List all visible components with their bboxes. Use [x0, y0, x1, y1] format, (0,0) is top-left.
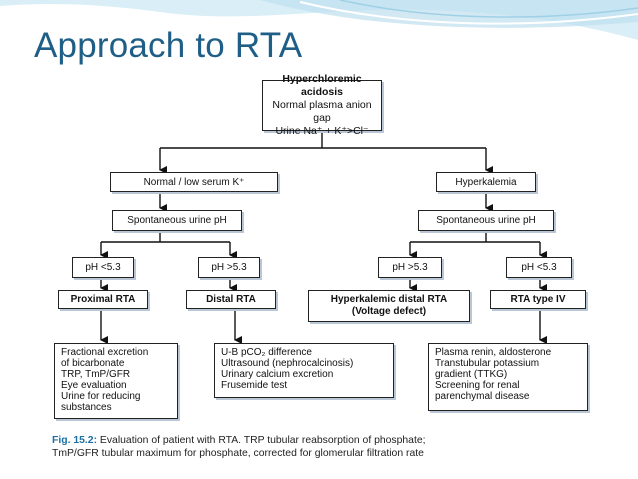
node-left-ph-low-label: pH <5.3 — [85, 262, 121, 273]
node-rta-type-iv-label: RTA type IV — [510, 294, 566, 305]
node-right-ph-high: pH >5.3 — [378, 257, 442, 278]
node-hyperkalemia: Hyperkalemia — [436, 172, 536, 192]
node-proximal-tests: Fractional excretion of bicarbonate TRP,… — [54, 343, 178, 419]
node-normal-low-serum-k-label: Normal / low serum K⁺ — [143, 176, 245, 188]
node-left-ph-low: pH <5.3 — [72, 257, 134, 278]
node-right-ph-high-label: pH >5.3 — [392, 262, 428, 273]
node-type4-tests: Plasma renin, aldosterone Transtubular p… — [428, 343, 588, 411]
distal-test-2: Ultrasound (nephrocalcinosis) — [221, 358, 354, 369]
node-right-ph-low: pH <5.3 — [506, 257, 572, 278]
proximal-test-6: substances — [61, 402, 112, 413]
proximal-test-3: TRP, TmP/GFR — [61, 369, 131, 380]
type4-test-3: gradient (TTKG) — [435, 369, 508, 380]
proximal-test-1: Fractional excretion — [61, 347, 149, 358]
node-hyperkalemia-label: Hyperkalemia — [455, 176, 517, 188]
root-line-3: Urine Na⁺ + K⁺>Cl⁻ — [275, 125, 369, 137]
figure-caption: Fig. 15.2: Evaluation of patient with RT… — [52, 434, 612, 460]
node-proximal-rta-label: Proximal RTA — [70, 294, 136, 305]
distal-test-3: Urinary calcium excretion — [221, 369, 334, 380]
node-rta-type-iv: RTA type IV — [490, 290, 586, 309]
node-left-spontaneous-urine-ph: Spontaneous urine pH — [112, 210, 242, 231]
node-right-spontaneous-urine-ph-label: Spontaneous urine pH — [436, 215, 536, 226]
proximal-test-4: Eye evaluation — [61, 380, 127, 391]
root-line-2: Normal plasma anion gap — [272, 99, 372, 124]
node-right-spontaneous-urine-ph: Spontaneous urine pH — [418, 210, 554, 231]
proximal-test-5: Urine for reducing — [61, 391, 141, 402]
node-left-ph-high-label: pH >5.3 — [211, 262, 247, 273]
proximal-test-2: of bicarbonate — [61, 358, 125, 369]
type4-test-5: parenchymal disease — [435, 391, 530, 402]
caption-label: Fig. 15.2: — [52, 435, 98, 446]
type4-test-1: Plasma renin, aldosterone — [435, 347, 552, 358]
node-distal-rta-label: Distal RTA — [206, 294, 256, 305]
node-normal-low-serum-k: Normal / low serum K⁺ — [110, 172, 278, 192]
node-distal-tests: U-B pCO₂ difference Ultrasound (nephroca… — [214, 343, 394, 398]
header-wave-decoration — [0, 0, 638, 40]
distal-test-1: U-B pCO₂ difference — [221, 347, 312, 358]
root-line-1: Hyperchloremic acidosis — [282, 73, 362, 98]
caption-line-1: Evaluation of patient with RTA. TRP tubu… — [97, 435, 426, 446]
node-hyperkalemic-distal-rta: Hyperkalemic distal RTA (Voltage defect) — [308, 290, 470, 322]
node-hyperkalemic-distal-rta-line1: Hyperkalemic distal RTA — [330, 294, 448, 305]
slide-title: Approach to RTA — [34, 26, 303, 65]
node-proximal-rta: Proximal RTA — [58, 290, 148, 309]
type4-test-2: Transtubular potassium — [435, 358, 540, 369]
type4-test-4: Screening for renal — [435, 380, 520, 391]
node-left-spontaneous-urine-ph-label: Spontaneous urine pH — [127, 215, 227, 226]
caption-line-2: TmP/GFR tubular maximum for phosphate, c… — [52, 448, 424, 459]
root-node-hyperchloremic-acidosis: Hyperchloremic acidosis Normal plasma an… — [262, 73, 382, 137]
distal-test-4: Frusemide test — [221, 380, 288, 391]
node-hyperkalemic-distal-rta-line2: (Voltage defect) — [351, 306, 427, 317]
node-distal-rta: Distal RTA — [186, 290, 276, 309]
node-left-ph-high: pH >5.3 — [198, 257, 260, 278]
node-right-ph-low-label: pH <5.3 — [521, 262, 557, 273]
